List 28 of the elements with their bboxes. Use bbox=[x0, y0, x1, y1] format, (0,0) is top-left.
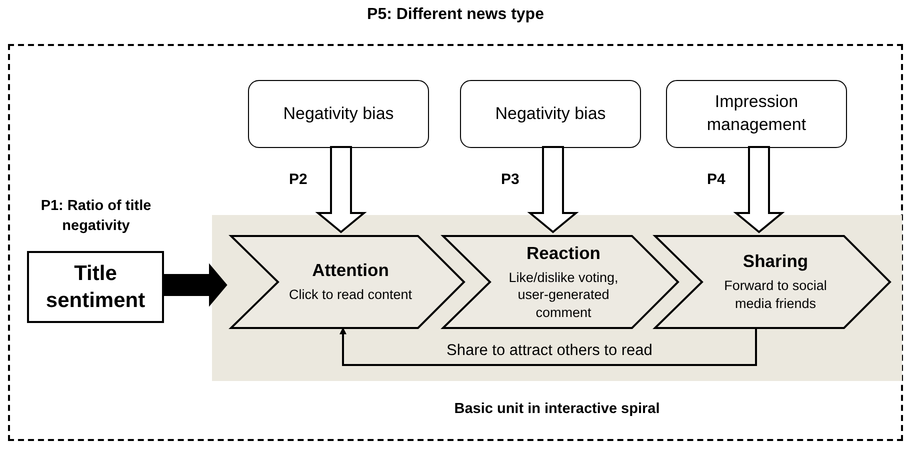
edge-label: P4 bbox=[707, 170, 726, 188]
rounded-box bbox=[460, 80, 641, 148]
chevron-step bbox=[442, 235, 679, 329]
edge-label: P2 bbox=[289, 170, 308, 188]
step-title: Reaction bbox=[526, 242, 600, 264]
frame-title: P5: Different news type bbox=[366, 6, 545, 24]
box-text: Title sentiment bbox=[44, 260, 146, 314]
chevron-step bbox=[230, 235, 465, 329]
block-arrow bbox=[527, 146, 579, 234]
block-arrow bbox=[733, 146, 785, 234]
rounded-box bbox=[666, 80, 847, 148]
box-text: Negativity bias bbox=[495, 102, 606, 125]
annotation: P1: Ratio of title negativity bbox=[40, 197, 152, 236]
block-arrow bbox=[315, 146, 367, 234]
feedback-arrow bbox=[340, 327, 757, 366]
box-text: Negativity bias bbox=[283, 102, 394, 125]
rounded-box bbox=[248, 80, 429, 148]
chevron-step bbox=[654, 235, 891, 329]
edge-label: Share to attract others to read bbox=[446, 342, 652, 360]
step-title: Sharing bbox=[742, 251, 808, 272]
box-text: Impression management bbox=[706, 91, 808, 136]
block-arrow bbox=[164, 263, 228, 307]
step-title: Attention bbox=[312, 260, 389, 282]
edge-label: P3 bbox=[501, 170, 520, 188]
step-description: Like/dislike voting, user-generated comment bbox=[508, 268, 620, 322]
step-description: Forward to social media friends bbox=[723, 277, 828, 313]
step-description: Click to read content bbox=[288, 286, 412, 304]
band-caption: Basic unit in interactive spiral bbox=[453, 401, 661, 417]
